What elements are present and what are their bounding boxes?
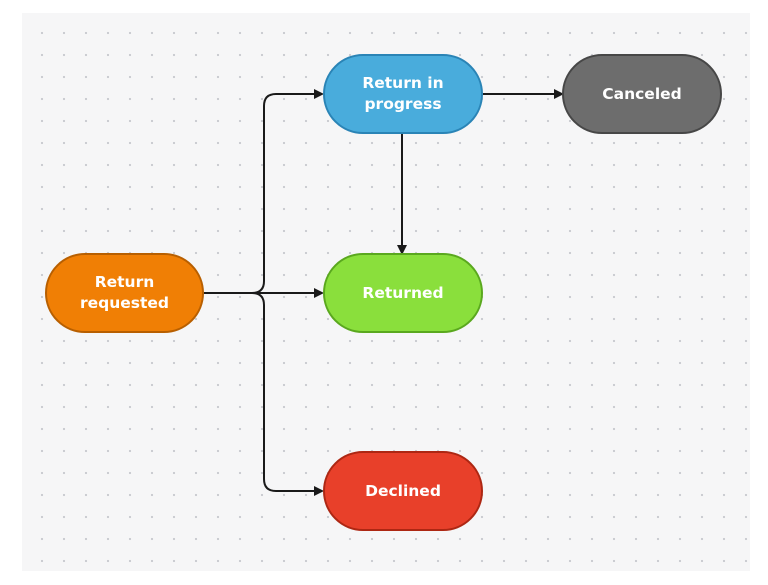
node-declined[interactable]: Declined xyxy=(323,451,483,531)
node-canceled-label: Canceled xyxy=(602,84,682,103)
edge-requested-to-in-progress xyxy=(204,89,324,294)
node-returned-label: Returned xyxy=(362,283,444,302)
node-returned[interactable]: Returned xyxy=(323,253,483,333)
node-return-in-progress-label: Return in progress xyxy=(362,74,444,113)
edge-requested-to-declined xyxy=(204,292,324,496)
node-declined-label: Declined xyxy=(365,481,441,500)
node-return-in-progress[interactable]: Return in progress xyxy=(323,54,483,134)
node-return-requested-label: Return requested xyxy=(79,273,170,312)
node-canceled[interactable]: Canceled xyxy=(562,54,722,134)
node-return-requested[interactable]: Return requested xyxy=(45,253,204,333)
